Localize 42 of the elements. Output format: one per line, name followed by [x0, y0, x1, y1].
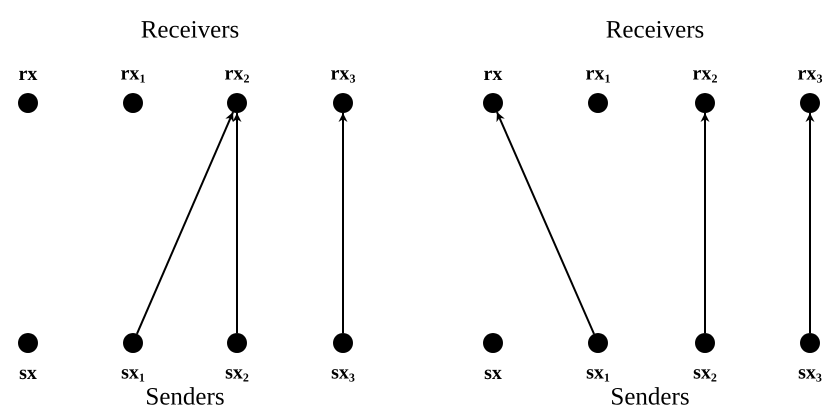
dot — [123, 333, 143, 353]
arrow — [136, 112, 234, 334]
dot-label: rx$_{3}$ — [330, 64, 356, 84]
dot-label: sx$_{2}$ — [693, 362, 717, 384]
dot-label: sx$_{2}$ — [225, 362, 249, 384]
dot-label: rx$_{3}$ — [798, 64, 822, 84]
dot — [800, 93, 820, 113]
dot — [800, 333, 820, 353]
dot-label: rx$_{2}$ — [224, 64, 250, 84]
group-heading: Senders — [610, 384, 690, 410]
arrow — [806, 113, 814, 333]
dot — [18, 333, 38, 353]
dot-label: rx$_{1}$ — [120, 64, 146, 84]
dot-label: sx — [19, 363, 37, 383]
dot — [227, 333, 247, 353]
arrow — [700, 113, 710, 333]
dot — [483, 333, 503, 353]
dot — [18, 93, 38, 113]
dot — [123, 93, 143, 113]
dot-label: rx — [484, 64, 502, 84]
dot — [333, 93, 353, 113]
dot — [695, 93, 715, 113]
dot — [227, 93, 247, 113]
dot-label: sx$_{1}$ — [586, 362, 610, 384]
group-heading: Receivers — [606, 18, 704, 42]
dot — [695, 333, 715, 353]
dot-label: sx$_{3}$ — [798, 362, 822, 384]
group-heading: Receivers — [140, 18, 240, 42]
dot — [588, 93, 608, 113]
dot — [483, 93, 503, 113]
arrow — [232, 113, 242, 333]
dot-label: rx — [18, 64, 38, 84]
arrow — [338, 113, 348, 333]
dot-label: rx$_{1}$ — [586, 64, 610, 84]
arrow — [496, 112, 595, 334]
dot-label: sx$_{3}$ — [331, 362, 355, 384]
dot-label: sx$_{1}$ — [121, 362, 145, 384]
dot — [588, 333, 608, 353]
dot-label: rx$_{2}$ — [692, 64, 718, 84]
dot-label: sx — [484, 363, 502, 383]
group-heading: Senders — [145, 384, 225, 410]
dot — [333, 333, 353, 353]
